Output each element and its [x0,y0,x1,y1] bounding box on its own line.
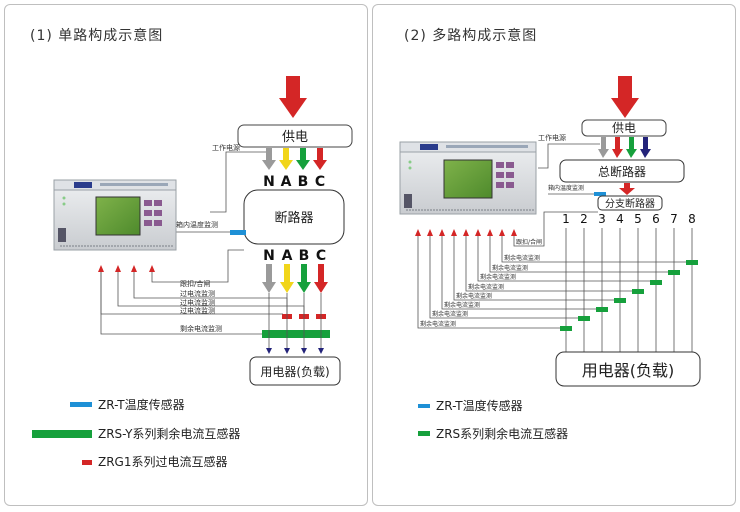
right-supply-label: 供电 [612,121,636,135]
right-residual-label-5: 剩余电流监测 [456,292,492,300]
left-phase-a-bot: A [282,248,293,264]
left-open-close-label: 跟扣/合闸 [180,279,210,288]
right-open-close-label: 跟扣/合闸 [516,238,542,246]
left-supply-box [237,124,353,148]
left-phase-c-bot: C [316,248,326,264]
left-title: (1) 单路构成示意图 [30,27,163,44]
left-work-power-label: 工作电源 [212,143,240,152]
right-temp-monitor-label: 箱内温度监测 [548,184,584,192]
left-phase-n-bot: N [263,248,275,264]
left-temp-monitor-label: 箱内温度监测 [176,220,218,229]
branch-number: 1 [562,212,570,226]
left-conductor-arrows [266,348,324,354]
right-branch-breaker-box [597,195,663,211]
right-load-box [555,351,701,387]
branch-number: 6 [652,212,660,226]
right-monitor-lines [417,211,686,329]
right-branch-arrow [619,183,635,195]
right-legend-swatch-residual [418,431,430,436]
left-phase-a-top: A [281,174,292,190]
left-residual-label: 剩余电流监测 [180,324,222,333]
right-title: (2) 多路构成示意图 [404,27,537,44]
right-supply-arrow [611,76,639,118]
branch-number: 5 [634,212,642,226]
branch-number: 8 [688,212,696,226]
left-temp-sensor [230,230,246,235]
left-monitor-arrows [98,265,155,272]
right-residual-label-3: 剩余电流监测 [480,273,516,281]
left-phase-arrows-bottom [262,264,328,293]
left-load-box [249,356,341,386]
right-branch-numbers: 1 2 3 4 5 6 7 8 [562,212,696,226]
left-phase-arrows-top [262,148,327,170]
single-circuit-panel [4,4,368,506]
left-conductors [268,293,322,350]
left-phase-n-top: N [263,174,275,190]
left-breaker-label: 断路器 [274,210,313,226]
left-work-power-line [210,151,266,213]
right-residual-sensors [560,260,698,331]
left-overcurrent-label-1: 过电流监测 [180,289,215,298]
right-legend-temp: ZR-T温度传感器 [436,398,523,413]
left-breaker-box [243,189,345,245]
left-monitor-device [53,179,177,251]
left-legend-swatch-residual [32,430,92,438]
left-load-label: 用电器(负载) [260,365,329,379]
left-supply-arrow [279,76,307,118]
branch-number: 7 [670,212,678,226]
branch-number: 4 [616,212,624,226]
branch-number: 2 [580,212,588,226]
multi-circuit-panel [372,4,736,506]
right-residual-label-2: 剩余电流监测 [492,264,528,272]
right-branch-breaker-label: 分支断路器 [605,197,655,210]
right-residual-label-4: 剩余电流监测 [468,283,504,291]
right-monitor-arrows [415,229,517,236]
left-supply-label: 供电 [282,130,308,145]
left-monitor-lines [100,249,305,335]
right-main-breaker-label: 总断路器 [598,164,646,179]
left-phase-b-top: B [298,174,309,190]
right-supply-box [581,119,667,137]
left-legend-swatch-overcurrent [82,460,92,465]
right-legend-swatch-temp [418,404,430,408]
right-legend-residual: ZRS系列剩余电流互感器 [436,426,568,441]
left-phase-c-top: C [315,174,325,190]
right-phase-arrows [598,137,651,158]
right-residual-label-6: 剩余电流监测 [444,301,480,309]
left-legend-residual: ZRS-Y系列剩余电流互感器 [98,426,240,441]
right-work-power-line [538,143,600,169]
right-load-label: 用电器(负载) [582,361,675,380]
right-work-power-label: 工作电源 [538,133,566,142]
left-legend-swatch-temp [70,402,92,407]
left-residual-sensor [262,330,330,338]
right-main-breaker-box [559,159,685,183]
branch-number: 3 [598,212,606,226]
left-phase-b-bot: B [299,248,310,264]
right-residual-label-8: 剩余电流监测 [420,320,456,328]
right-residual-label-1: 剩余电流监测 [504,254,540,262]
right-monitor-device [399,141,537,215]
left-overcurrent-label-2: 过电流监测 [180,298,215,307]
right-temp-sensor [594,192,606,196]
left-overcurrent-label-3: 过电流监测 [180,306,215,315]
right-residual-label-7: 剩余电流监测 [432,310,468,318]
left-legend-temp: ZR-T温度传感器 [98,397,185,412]
left-legend-overcurrent: ZRG1系列过电流互感器 [98,454,228,469]
right-branch-lines [565,228,693,352]
